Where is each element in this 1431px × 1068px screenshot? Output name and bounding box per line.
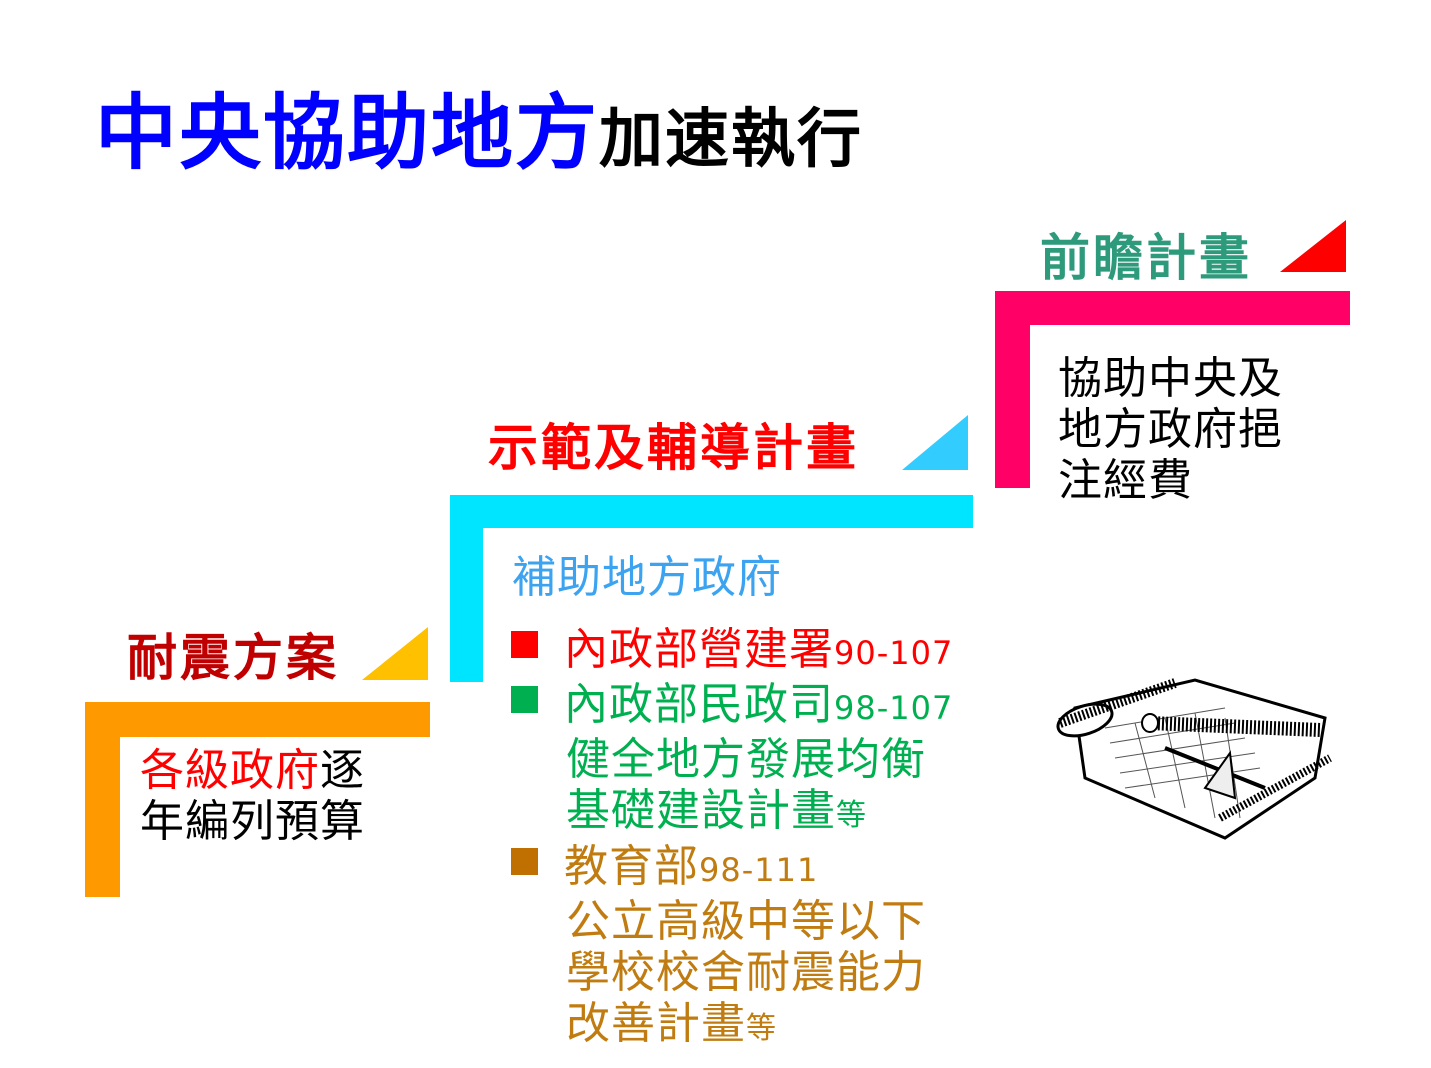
step2-bar-vertical <box>450 495 483 682</box>
list-item: 內政部營建署90-107 <box>511 624 953 679</box>
item-line: 公立高級中等以下 <box>566 896 926 947</box>
step3-heading: 前瞻計畫 <box>1040 229 1252 287</box>
item-line: 基礎建設計畫 <box>566 785 836 836</box>
step3-line: 協助中央及 <box>1058 353 1283 404</box>
step1-line-black: 逐 <box>320 745 365 796</box>
bullet-square-icon <box>511 848 538 875</box>
item-suffix: 等 <box>746 1011 777 1046</box>
step1-triangle-icon <box>362 627 428 680</box>
step1-heading: 耐震方案 <box>127 629 339 687</box>
step1-line-red: 各級政府 <box>140 745 320 796</box>
step3-line: 注經費 <box>1058 455 1193 506</box>
step1-text: 各級政府逐 年編列預算 <box>140 745 365 847</box>
slide-title: 中央協助地方加速執行 <box>95 66 863 185</box>
step2-triangle-icon <box>902 415 968 470</box>
step3-text: 協助中央及 地方政府挹 注經費 <box>1058 353 1283 506</box>
item-years: 98-107 <box>834 689 954 727</box>
step1-bar-horizontal <box>85 702 430 737</box>
list-item: 教育部98-111 公立高級中等以下 學校校舍耐震能力 改善計畫等 <box>511 841 953 1054</box>
item-line: 健全地方發展均衡 <box>566 734 926 785</box>
item-years: 98-111 <box>699 851 819 889</box>
title-sub: 加速執行 <box>599 103 864 177</box>
item-label: 內政部民政司 <box>564 679 834 730</box>
step1-bar-vertical <box>85 702 120 897</box>
step3-bar-vertical <box>995 291 1030 488</box>
step2-bar-horizontal <box>450 495 973 528</box>
step2-heading: 示範及輔導計畫 <box>488 419 859 477</box>
list-item: 內政部民政司98-107 健全地方發展均衡 基礎建設計畫等 <box>511 679 953 841</box>
item-line: 改善計畫 <box>566 998 746 1049</box>
item-years: 90-107 <box>834 634 954 672</box>
item-label: 教育部 <box>564 841 699 892</box>
bullet-square-icon <box>511 631 538 658</box>
blueprint-icon <box>1056 678 1332 840</box>
title-main: 中央協助地方 <box>95 86 600 181</box>
bullet-square-icon <box>511 686 538 713</box>
item-line: 學校校舍耐震能力 <box>566 947 926 998</box>
item-suffix: 等 <box>836 798 867 833</box>
item-label: 內政部營建署 <box>564 624 834 675</box>
step3-line: 地方政府挹 <box>1058 404 1283 455</box>
step3-bar-horizontal <box>995 291 1350 325</box>
step2-list: 內政部營建署90-107 內政部民政司98-107 健全地方發展均衡 基礎建設計… <box>511 624 953 1054</box>
step1-line: 年編列預算 <box>140 796 365 847</box>
step3-triangle-icon <box>1280 220 1346 272</box>
step2-subheading: 補助地方政府 <box>512 552 782 603</box>
